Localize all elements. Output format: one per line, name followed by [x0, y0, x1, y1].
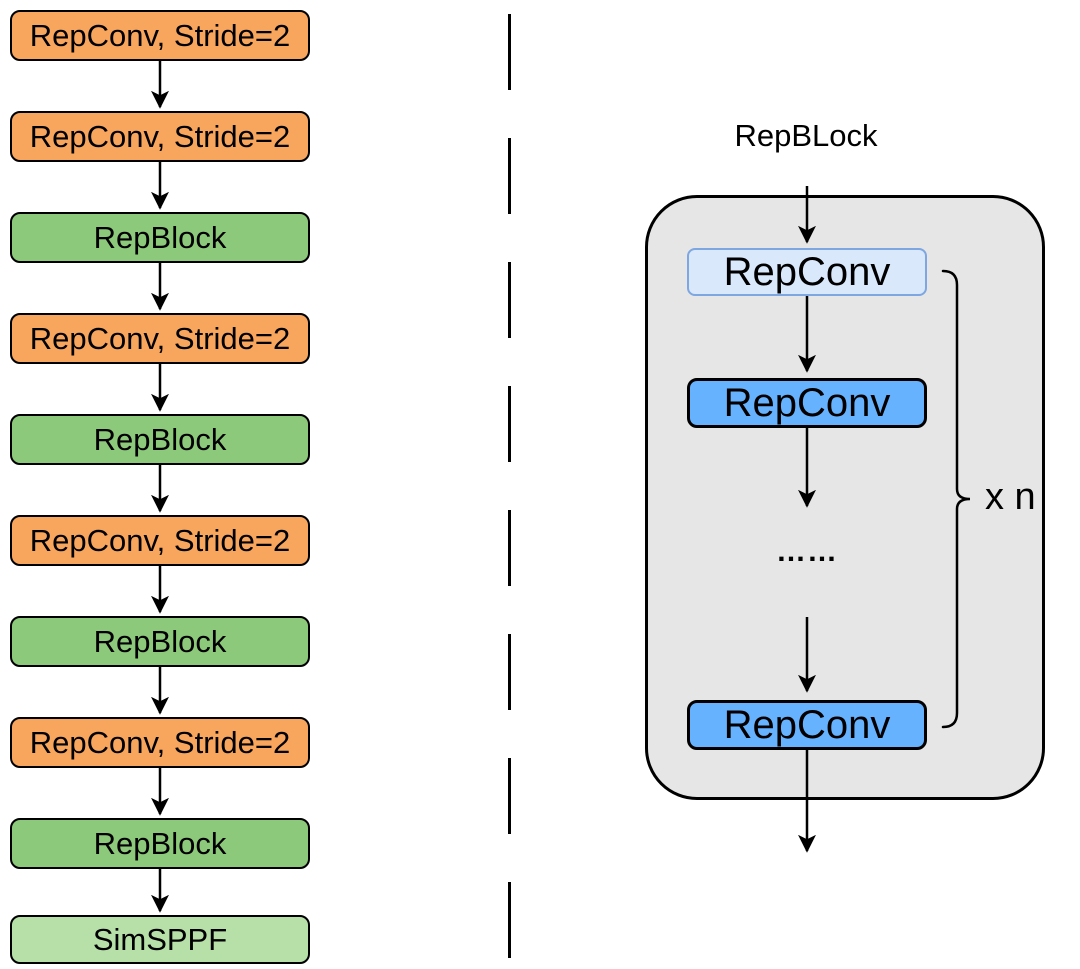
flow-node-repconv-stride2-2: RepConv, Stride=2: [10, 111, 310, 162]
detail-node-repconv-3: RepConv: [687, 700, 927, 750]
flow-node-repblock-4: RepBlock: [10, 818, 310, 869]
flow-node-repconv-stride2-5: RepConv, Stride=2: [10, 717, 310, 768]
detail-node-repconv-2: RepConv: [687, 378, 927, 428]
flow-node-repblock-2: RepBlock: [10, 414, 310, 465]
detail-node-repconv-1: RepConv: [687, 248, 927, 296]
repblock-detail-title: RepBLock: [734, 118, 878, 153]
flow-node-repconv-stride2-4: RepConv, Stride=2: [10, 515, 310, 566]
flow-node-repblock-3: RepBlock: [10, 616, 310, 667]
flow-node-simsppf: SimSPPF: [10, 915, 310, 964]
flow-node-repconv-stride2-3: RepConv, Stride=2: [10, 313, 310, 364]
repeat-count-label: x n: [985, 476, 1036, 518]
flow-node-repconv-stride2-1: RepConv, Stride=2: [10, 10, 310, 61]
ellipsis-dots: ……: [776, 535, 838, 568]
flow-node-repblock-1: RepBlock: [10, 212, 310, 263]
